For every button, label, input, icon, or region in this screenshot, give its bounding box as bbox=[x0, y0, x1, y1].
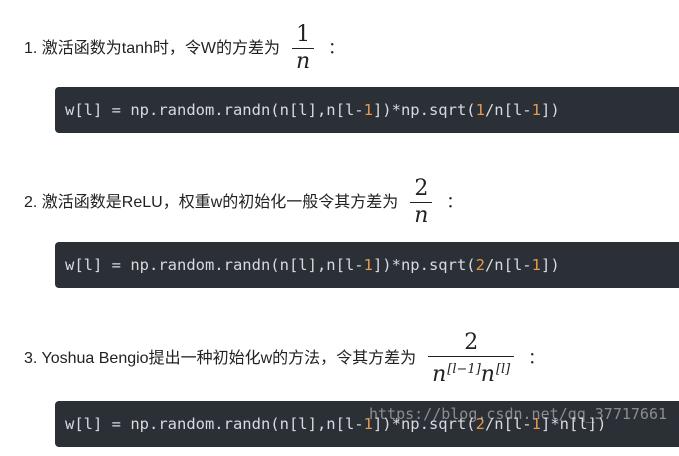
code-text: /n[l- bbox=[484, 256, 532, 274]
code-number: 1 bbox=[363, 256, 373, 274]
item-3-heading-text: 3. Yoshua Bengio提出一种初始化w的方法，令其方差为 bbox=[24, 350, 417, 367]
code-number: 1 bbox=[363, 101, 373, 119]
code-number: 2 bbox=[475, 256, 485, 274]
code-number: 1 bbox=[531, 256, 541, 274]
code-number: 1 bbox=[475, 101, 485, 119]
item-1-numerator: 1 bbox=[296, 22, 311, 47]
code-text: ]) bbox=[540, 256, 560, 274]
item-1-fraction: 1 n bbox=[292, 22, 315, 75]
item-3-denominator: n[l−1]n[l] bbox=[428, 357, 514, 388]
code-number: 1 bbox=[531, 415, 541, 433]
fraction-bar bbox=[292, 48, 315, 49]
code-text: ])*np.sqrt( bbox=[372, 256, 476, 274]
code-text: w[l] = np.random.randn(n[l],n[l- bbox=[65, 101, 364, 119]
item-2-fraction: 2 n bbox=[410, 176, 433, 229]
item-2-heading: 2. 激活函数是ReLU，权重w的初始化一般令其方差为 2 n ： bbox=[24, 176, 462, 229]
den-base-2: n bbox=[480, 362, 495, 387]
item-2-denominator: n bbox=[414, 203, 429, 228]
item-3-colon: ： bbox=[528, 350, 545, 367]
den-sup-1: [l−1] bbox=[447, 362, 481, 377]
item-2-colon: ： bbox=[446, 193, 463, 211]
item-3-fraction: 2 n[l−1]n[l] bbox=[428, 330, 515, 388]
watermark: https://blog.csdn.net/qq_37717661 bbox=[368, 405, 667, 423]
code-text: w[l] = np.random.randn(n[l],n[l- bbox=[65, 256, 364, 274]
den-base-1: n bbox=[432, 362, 447, 387]
code-text: ])*np.sqrt( bbox=[372, 101, 476, 119]
item-3-code-block[interactable]: w[l] = np.random.randn(n[l],n[l-1])*np.s… bbox=[55, 401, 679, 447]
den-sup-2: [l] bbox=[495, 362, 511, 377]
code-number: 1 bbox=[531, 101, 541, 119]
item-1-denominator: n bbox=[296, 49, 311, 74]
code-text: w[l] = np.random.randn(n[l],n[l- bbox=[65, 415, 364, 433]
item-3-heading: 3. Yoshua Bengio提出一种初始化w的方法，令其方差为 2 n[l−… bbox=[24, 330, 544, 388]
code-number: 1 bbox=[363, 415, 373, 433]
item-1-colon: ： bbox=[328, 39, 345, 57]
code-text: ]) bbox=[540, 101, 560, 119]
item-1-code-block[interactable]: w[l] = np.random.randn(n[l],n[l-1])*np.s… bbox=[55, 87, 679, 133]
code-text: ]*n[l]) bbox=[540, 415, 607, 433]
code-number: 2 bbox=[475, 415, 485, 433]
fraction-bar bbox=[428, 356, 515, 357]
item-2-heading-text: 2. 激活函数是ReLU，权重w的初始化一般令其方差为 bbox=[24, 193, 399, 211]
item-1-heading-text: 1. 激活函数为tanh时，令W的方差为 bbox=[24, 39, 281, 57]
item-2-numerator: 2 bbox=[414, 176, 429, 201]
code-text: /n[l- bbox=[484, 415, 532, 433]
item-1-heading: 1. 激活函数为tanh时，令W的方差为 1 n ： bbox=[24, 22, 344, 75]
code-text: ])*np.sqrt( bbox=[372, 415, 476, 433]
fraction-bar bbox=[410, 202, 433, 203]
item-2-code-block[interactable]: w[l] = np.random.randn(n[l],n[l-1])*np.s… bbox=[55, 242, 679, 288]
code-text: /n[l- bbox=[484, 101, 532, 119]
item-3-numerator: 2 bbox=[464, 330, 479, 355]
